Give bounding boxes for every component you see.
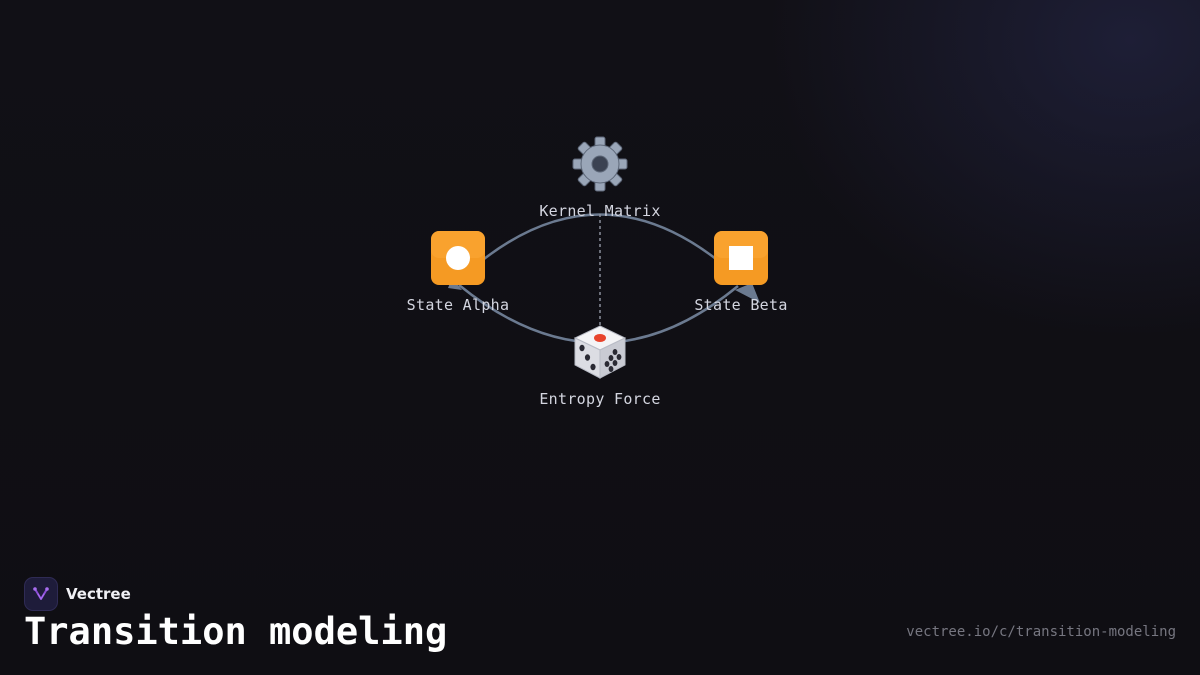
brand-name: Vectree [66,585,131,603]
node-state-alpha[interactable]: State Alpha [378,228,538,314]
brand[interactable]: Vectree [24,577,131,611]
gear-icon [572,136,628,192]
node-state-beta[interactable]: State Beta [661,228,821,314]
page-url[interactable]: vectree.io/c/transition-modeling [906,624,1176,640]
node-kernel-matrix[interactable]: Kernel Matrix [520,134,680,220]
node-label: Entropy Force [539,390,661,408]
vectree-logo-icon [24,577,58,611]
node-label: Kernel Matrix [539,202,661,220]
page-title: Transition modeling [24,610,448,653]
dice-icon [573,325,627,379]
node-label: State Beta [694,296,788,314]
orange-stop-button-icon [714,231,768,285]
arrowhead-beta [735,283,760,303]
orange-record-button-icon [431,231,485,285]
node-label: State Alpha [406,296,510,314]
node-entropy-force[interactable]: Entropy Force [520,322,680,408]
